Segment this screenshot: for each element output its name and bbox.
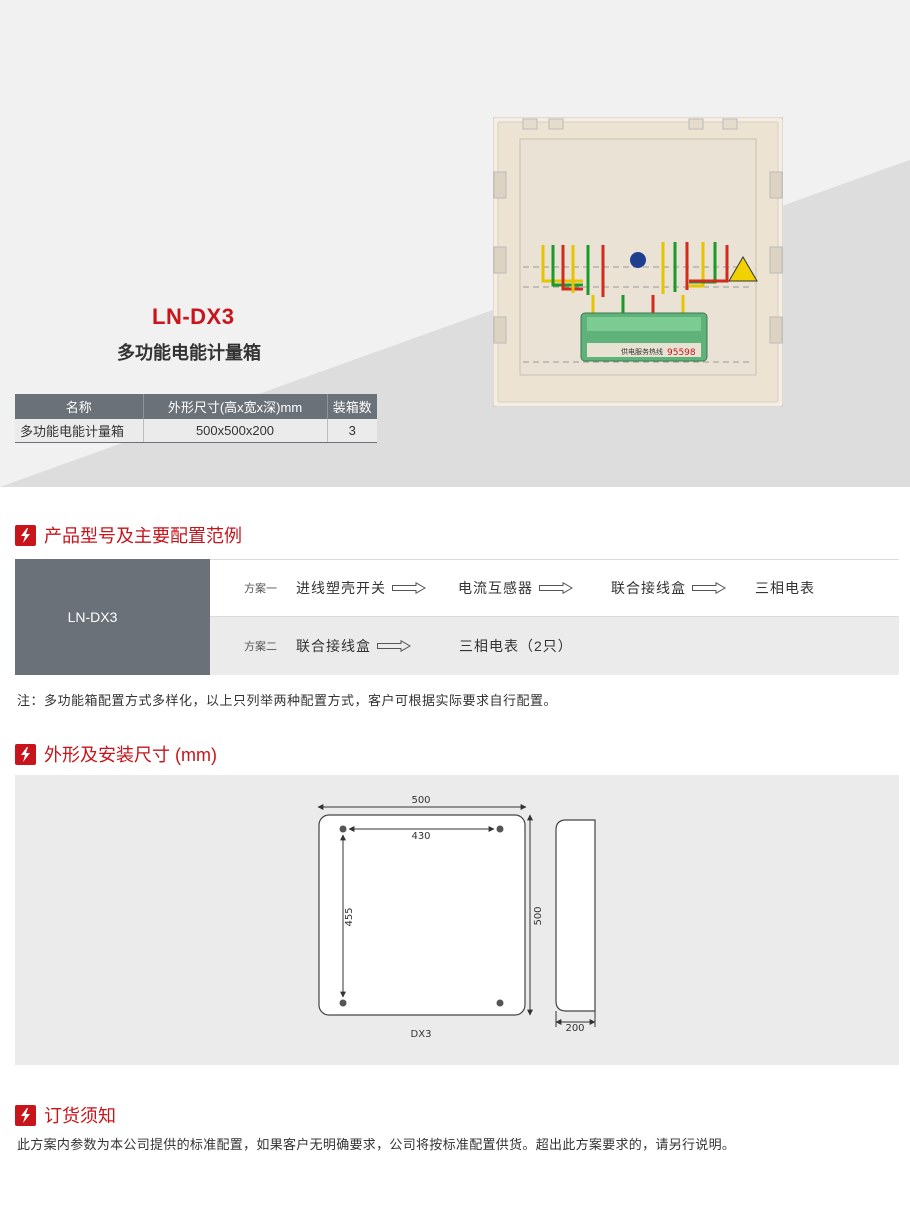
plan-1-step-3-label: 联合接线盒: [611, 580, 686, 596]
plan-1-step-1-label: 进线塑壳开关: [296, 580, 386, 596]
table-row: 多功能电能计量箱 500x500x200 3: [15, 419, 377, 443]
plan-1-step-1: 进线塑壳开关: [296, 578, 426, 598]
order-section-head: 订货须知: [15, 1103, 116, 1127]
spec-header-qty: 装箱数: [327, 394, 377, 419]
hero-banner: LN-DX3 多功能电能计量箱 名称 外形尺寸(高x宽x深)mm 装箱数 多功能…: [0, 0, 910, 487]
dimension-section-title: 外形及安装尺寸 (mm): [44, 745, 217, 765]
hole-height-label: 455: [344, 907, 355, 926]
width-dimension-label: 500: [411, 795, 430, 806]
config-plan-2: 方案二 联合接线盒 三相电表（2只）: [210, 617, 899, 675]
plan-1-step-4-label: 三相电表: [755, 580, 815, 596]
spec-table-header: 名称 外形尺寸(高x宽x深)mm 装箱数: [15, 394, 377, 419]
plan-1-step-2-label: 电流互感器: [458, 580, 533, 596]
plan-1-step-4: 三相电表: [755, 578, 815, 598]
hotline-label: 供电服务热线: [621, 347, 663, 356]
lightning-icon: [15, 524, 36, 546]
height-dimension-label: 500: [533, 906, 544, 925]
spec-table: 名称 外形尺寸(高x宽x深)mm 装箱数 多功能电能计量箱 500x500x20…: [15, 394, 377, 443]
mount-hole: [339, 825, 347, 833]
plan-2-step-2: 三相电表（2只）: [459, 636, 573, 656]
product-model: LN-DX3: [152, 304, 235, 329]
side-view-outline: [555, 819, 596, 1012]
arrow-right-icon: [377, 640, 411, 652]
dimension-section-head: 外形及安装尺寸 (mm): [15, 742, 217, 766]
plan-1-label: 方案一: [244, 583, 277, 595]
spec-cell-name: 多功能电能计量箱: [15, 419, 144, 443]
lightning-icon: [15, 1104, 36, 1126]
drawing-caption: DX3: [411, 1029, 432, 1040]
lightning-icon: [15, 743, 36, 765]
arrow-right-icon: [392, 582, 426, 594]
config-note: 注：多功能箱配置方式多样化，以上只列举两种配置方式，客户可根据实际要求自行配置。: [17, 693, 558, 708]
spec-cell-qty: 3: [327, 419, 377, 443]
hotline-number: 95598: [667, 348, 696, 358]
mount-hole: [339, 999, 347, 1007]
order-section-title: 订货须知: [44, 1106, 116, 1126]
dimension-drawing: 500 430 455 500 DX3 200: [15, 775, 899, 1065]
hole-width-label: 430: [411, 831, 430, 842]
arrow-right-icon: [692, 582, 726, 594]
order-note: 此方案内参数为本公司提供的标准配置，如果客户无明确要求，公司将按标准配置供货。超…: [17, 1137, 736, 1152]
mount-hole: [496, 825, 504, 833]
plan-2-step-1-label: 联合接线盒: [296, 638, 371, 654]
plan-1-step-2: 电流互感器: [458, 578, 573, 598]
dimension-diagram: 500 430 455 500 DX3 200: [317, 795, 596, 1040]
front-view-outline: [318, 814, 526, 1016]
spec-cell-size: 500x500x200: [143, 419, 328, 443]
depth-dimension-label: 200: [565, 1023, 584, 1034]
product-photo: 供电服务热线 95598: [493, 117, 783, 407]
spec-header-size: 外形尺寸(高x宽x深)mm: [143, 394, 328, 419]
plan-2-label: 方案二: [244, 641, 277, 653]
plan-1-step-3: 联合接线盒: [611, 578, 726, 598]
arrow-right-icon: [539, 582, 573, 594]
config-model: LN-DX3: [15, 559, 210, 675]
plan-2-step-1: 联合接线盒: [296, 636, 411, 656]
mount-hole: [496, 999, 504, 1007]
config-table: LN-DX3 方案一 进线塑壳开关 电流互感器 联合接线盒 三相电表 方案二 联…: [15, 559, 899, 675]
product-name: 多功能电能计量箱: [117, 343, 261, 363]
config-plan-1: 方案一 进线塑壳开关 电流互感器 联合接线盒 三相电表: [210, 559, 899, 617]
plan-2-step-2-label: 三相电表（2只）: [459, 638, 573, 654]
config-section-title: 产品型号及主要配置范例: [44, 526, 242, 546]
spec-header-name: 名称: [15, 394, 144, 419]
config-section-head: 产品型号及主要配置范例: [15, 523, 242, 547]
